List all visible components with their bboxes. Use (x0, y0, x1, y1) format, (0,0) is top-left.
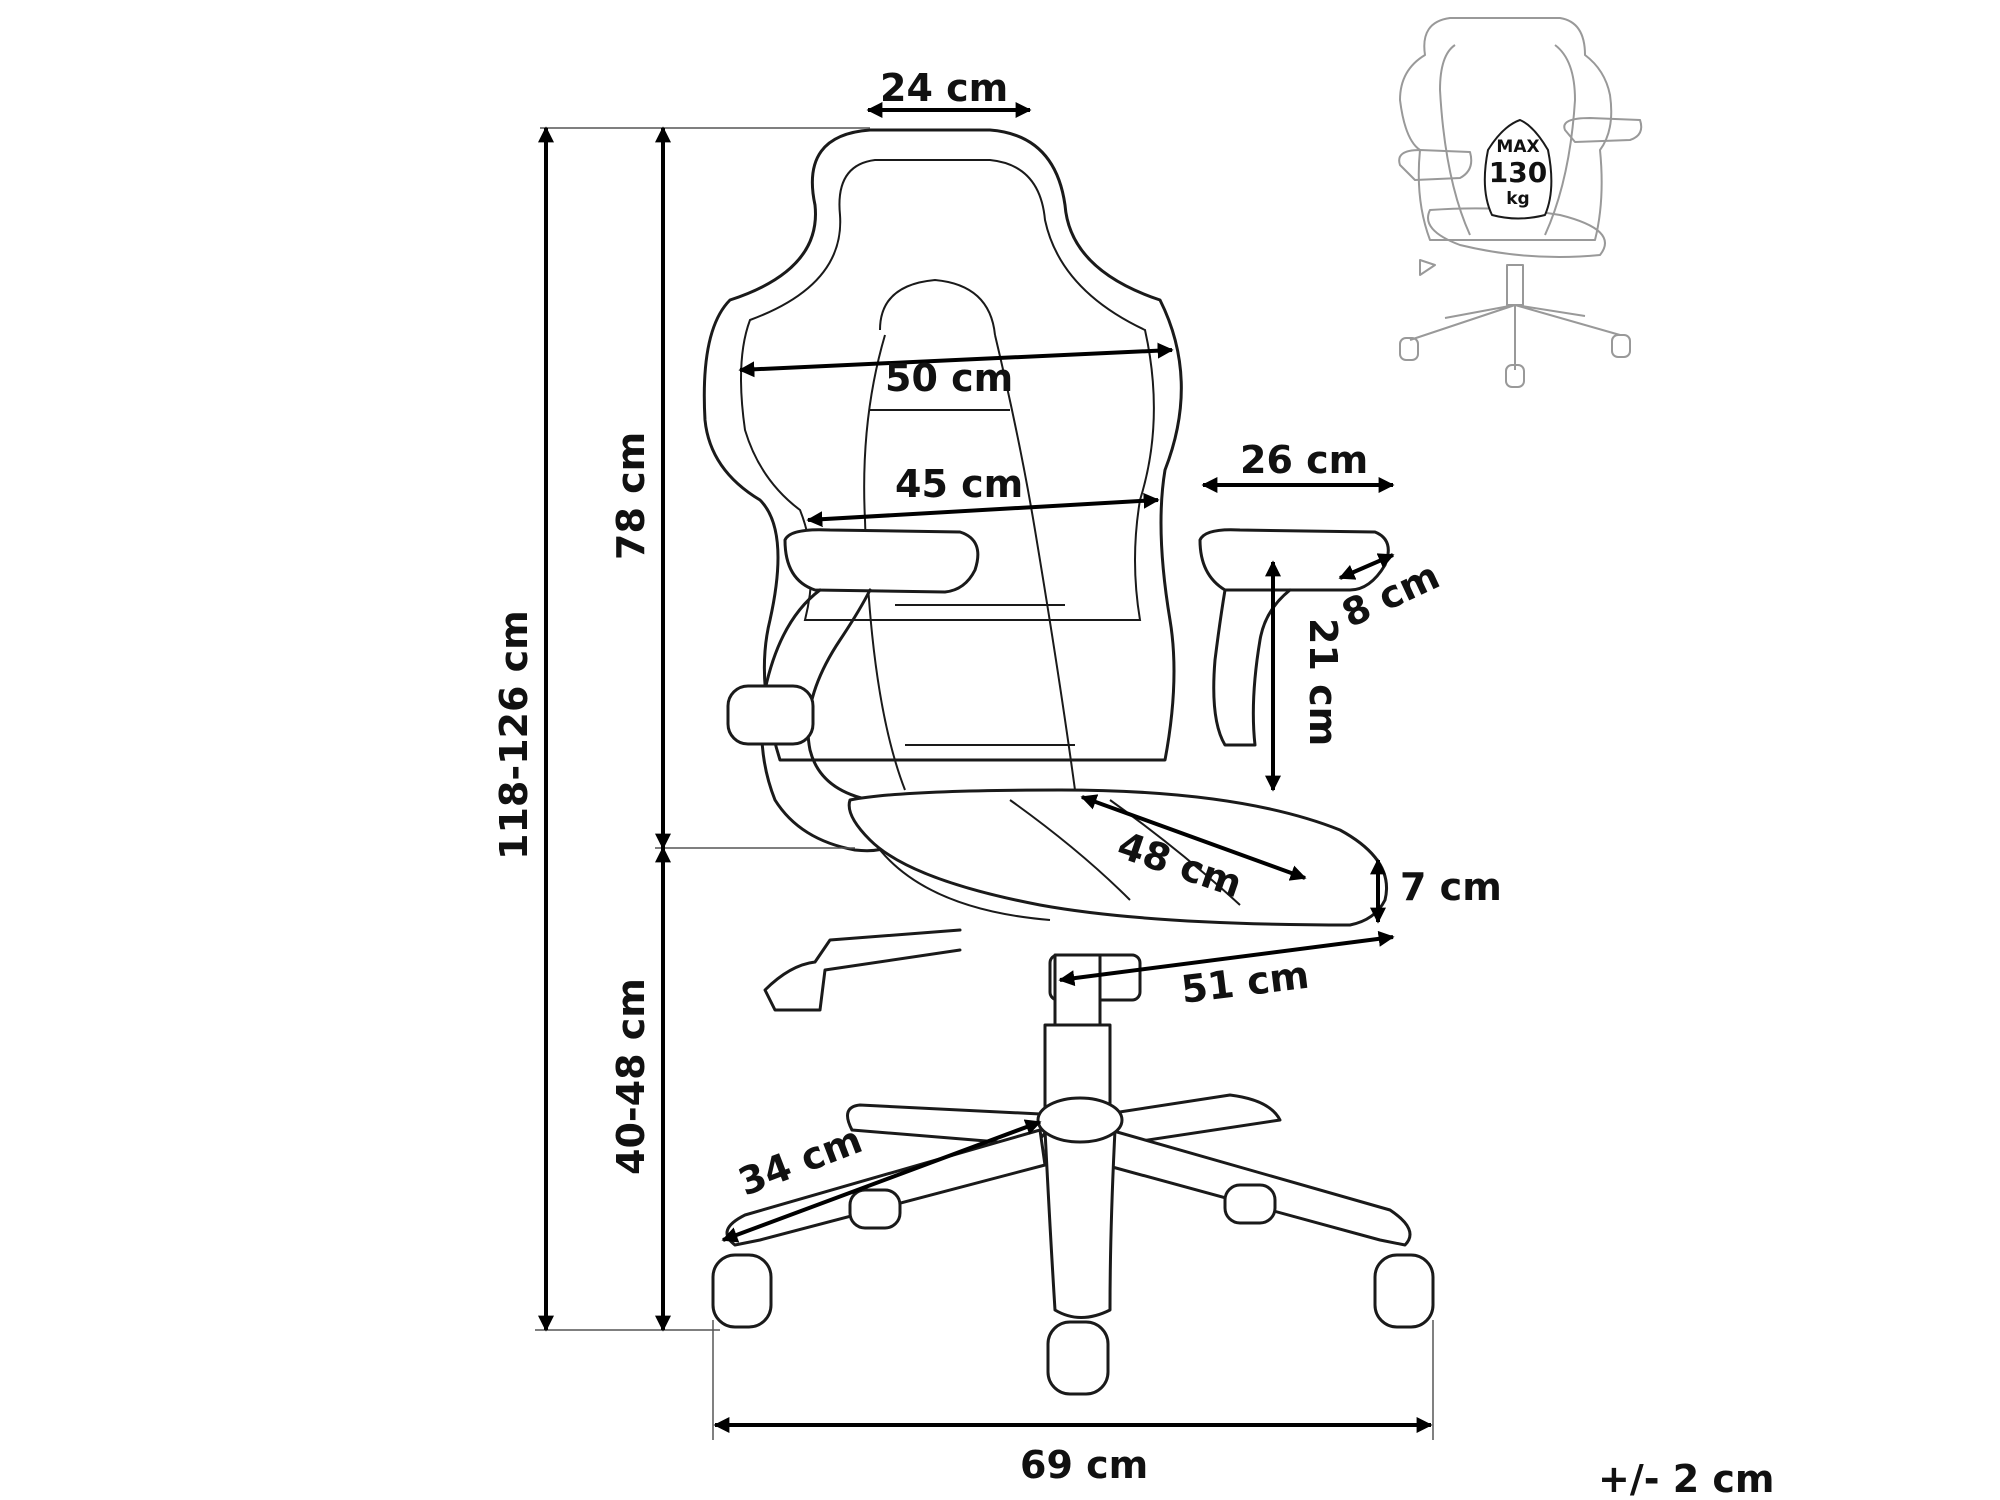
left-arm-knob (726, 684, 815, 746)
gas-lift-upper (1053, 953, 1102, 1027)
label-total-height: 118-126 cm (492, 610, 536, 860)
chair-thumbnail-icon (1398, 17, 1643, 388)
center-stripe-right (994, 334, 1076, 791)
label-base-width: 69 cm (1020, 1443, 1148, 1487)
base-hub (1036, 1096, 1124, 1144)
badge-unit-label: kg (1506, 189, 1529, 209)
base-leg-right (1098, 1093, 1282, 1147)
label-back-width: 45 cm (895, 462, 1023, 506)
label-armrest-length: 26 cm (1240, 438, 1368, 482)
label-shoulder-width: 50 cm (885, 356, 1013, 400)
dim-seat-width-arrow (1058, 930, 1395, 987)
dim-base-leg-arrow (721, 1119, 1042, 1243)
badge-max-label: MAX (1496, 137, 1539, 157)
guide-lines (535, 127, 1434, 1440)
seat-line-1 (1009, 799, 1131, 901)
caster-back-right (1223, 1183, 1277, 1225)
dimension-arrows (538, 102, 1433, 1433)
left-armrest-pad (783, 528, 980, 594)
label-seat-thickness: 7 cm (1400, 865, 1502, 909)
dim-back-arrow (806, 492, 1160, 528)
caster-front-left (711, 1253, 773, 1329)
label-seat-height: 40-48 cm (609, 978, 653, 1175)
right-arm-support (1212, 588, 1292, 747)
seat-bottom (879, 849, 1051, 921)
tilt-lever (763, 928, 962, 1012)
dim-armrest-width-arrow (1338, 553, 1395, 580)
dimension-labels: 24 cm 50 cm 45 cm 26 cm 8 cm 21 cm 48 cm… (492, 66, 1502, 1487)
tolerance-note: +/- 2 cm (1598, 1457, 1775, 1500)
base-leg-front (1043, 1128, 1117, 1319)
caster-front-right (1373, 1253, 1435, 1329)
caster-front (1046, 1320, 1110, 1396)
right-armrest-pad (1198, 528, 1390, 592)
backrest-outline (702, 128, 1183, 762)
label-headrest-width: 24 cm (880, 66, 1008, 110)
headrest-pad (879, 278, 996, 336)
backrest-inner-outline (740, 159, 1155, 621)
label-armrest-height: 21 cm (1301, 618, 1345, 746)
badge-weight-value: 130 (1489, 156, 1547, 189)
dim-seat-depth-arrow (1080, 794, 1307, 881)
label-backrest-height: 78 cm (609, 432, 653, 560)
weight-badge-icon: MAX 130 kg (1483, 119, 1553, 220)
caster-back-left (848, 1188, 902, 1230)
dim-shoulder-arrow (738, 342, 1174, 378)
